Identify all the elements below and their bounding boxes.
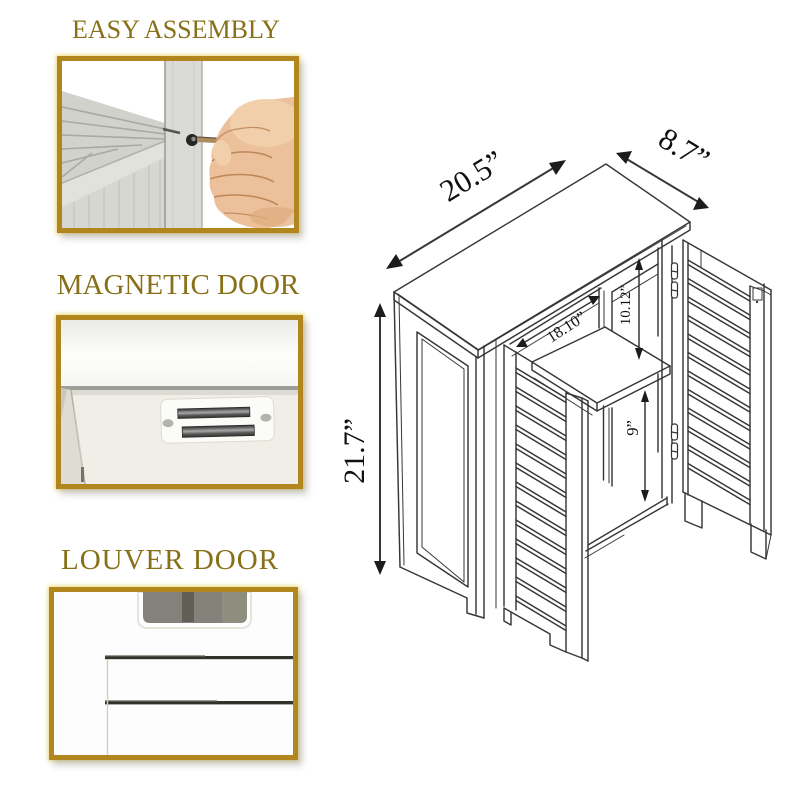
svg-text:10.12”: 10.12” xyxy=(618,285,634,325)
svg-text:9”: 9” xyxy=(623,420,642,436)
svg-text:20.5”: 20.5” xyxy=(434,143,510,208)
svg-text:8.7”: 8.7” xyxy=(653,120,716,177)
svg-text:21.7”: 21.7” xyxy=(338,418,371,484)
